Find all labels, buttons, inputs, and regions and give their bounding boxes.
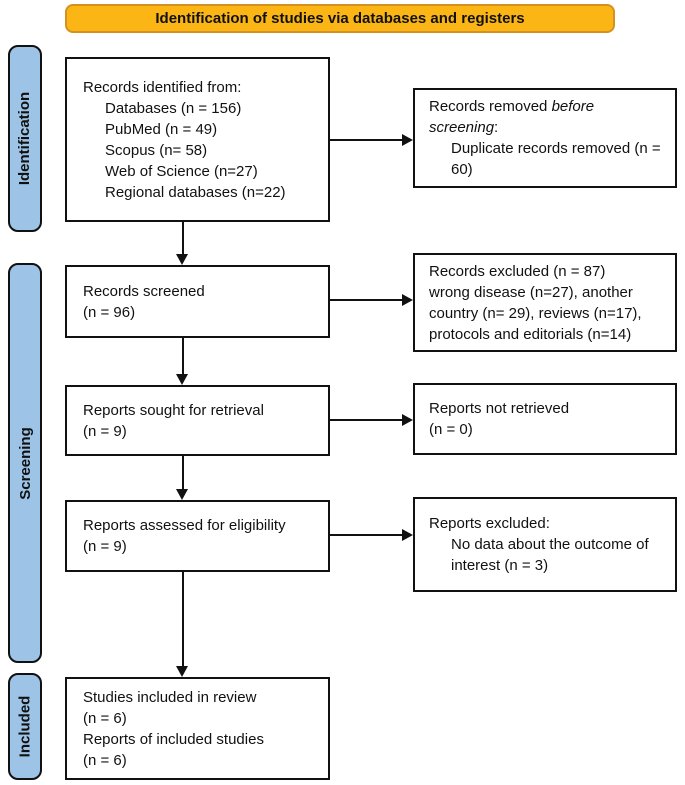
reports-excluded-header: Reports excluded:	[429, 515, 550, 532]
reports-excluded-item: No data about the outcome of interest (n…	[451, 536, 649, 574]
box-reports-sought: Reports sought for retrieval (n = 9)	[65, 385, 330, 456]
banner-title: Identification of studies via databases …	[155, 10, 525, 27]
reports-not-retrieved-count: (n = 0)	[429, 421, 473, 438]
records-screened-label: Records screened	[83, 282, 205, 300]
box-reports-excluded: Reports excluded: No data about the outc…	[413, 497, 677, 592]
stage-label-screening: Screening	[16, 426, 34, 500]
stage-label-identification: Identification	[16, 91, 34, 186]
studies-included-label: Studies included in review	[83, 688, 257, 706]
stage-bar-identification: Identification	[8, 45, 42, 232]
arrow-line	[182, 338, 184, 375]
records-identified-item: Databases (n = 156)	[105, 99, 242, 117]
box-reports-assessed: Reports assessed for eligibility (n = 9)	[65, 500, 330, 572]
box-reports-not-retrieved: Reports not retrieved (n = 0)	[413, 383, 677, 455]
records-excluded-header: Records excluded (n = 87)	[429, 262, 606, 280]
box-studies-included: Studies included in review (n = 6) Repor…	[65, 677, 330, 780]
arrow-line	[330, 299, 402, 301]
arrow-head	[402, 293, 413, 306]
arrow-line	[182, 456, 184, 490]
stage-label-included: Included	[16, 695, 34, 758]
box-records-screened: Records screened (n = 96)	[65, 265, 330, 338]
records-identified-item: Web of Science (n=27)	[105, 162, 258, 180]
reports-assessed-label: Reports assessed for eligibility	[83, 517, 286, 534]
box-records-removed: Records removed before screening: Duplic…	[413, 88, 677, 188]
stage-bar-included: Included	[8, 673, 42, 780]
reports-sought-label: Reports sought for retrieval	[83, 401, 264, 419]
arrow-head	[176, 374, 188, 385]
reports-included-label: Reports of included studies	[83, 730, 264, 748]
records-identified-item: Regional databases (n=22)	[105, 183, 286, 201]
banner-identification-via-databases: Identification of studies via databases …	[65, 4, 615, 33]
arrow-line	[330, 534, 402, 536]
records-identified-item: PubMed (n = 49)	[105, 120, 218, 138]
records-excluded-reasons: wrong disease (n=27), another country (n…	[429, 283, 642, 343]
box-records-excluded: Records excluded (n = 87) wrong disease …	[413, 253, 677, 352]
box-records-identified: Records identified from: Databases (n = …	[65, 57, 330, 222]
arrow-line	[330, 419, 402, 421]
records-screened-count: (n = 96)	[83, 303, 136, 321]
arrow-head	[176, 254, 188, 265]
studies-included-count: (n = 6)	[83, 709, 127, 727]
reports-sought-count: (n = 9)	[83, 422, 127, 440]
arrow-head	[176, 489, 188, 500]
records-identified-item: Scopus (n= 58)	[105, 141, 208, 159]
arrow-head	[402, 413, 413, 426]
arrow-line	[330, 139, 402, 141]
arrow-line	[182, 222, 184, 255]
records-identified-header: Records identified from:	[83, 78, 242, 96]
reports-included-count: (n = 6)	[83, 751, 127, 769]
reports-assessed-count: (n = 9)	[83, 538, 127, 555]
records-removed-item: Duplicate records removed (n = 60)	[451, 140, 661, 178]
stage-bar-screening: Screening	[8, 263, 42, 663]
arrow-head	[176, 666, 188, 677]
reports-not-retrieved-label: Reports not retrieved	[429, 400, 570, 417]
records-removed-header: Records removed before screening:	[429, 98, 595, 136]
arrow-head	[402, 133, 413, 146]
arrow-line	[182, 572, 184, 667]
arrow-head	[402, 528, 413, 541]
